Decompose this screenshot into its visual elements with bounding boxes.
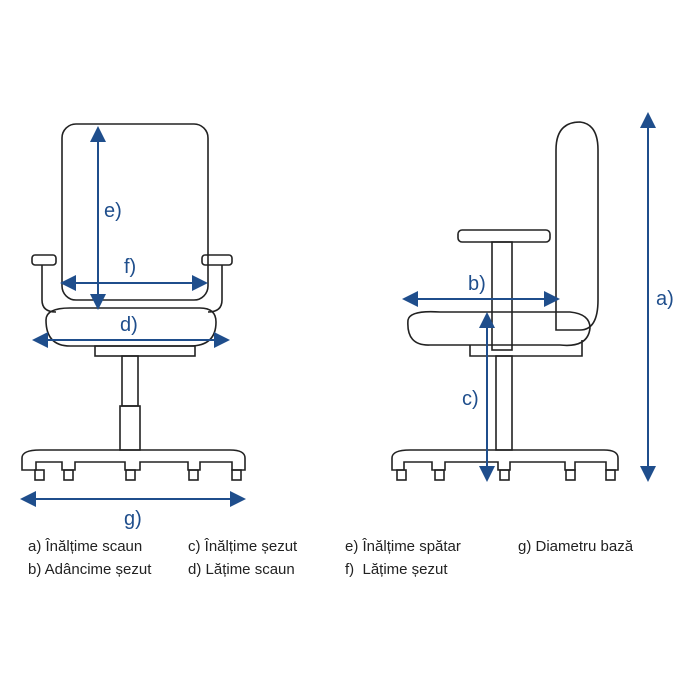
- label-g: g): [124, 508, 142, 530]
- legend-b: b) Adâncime șezut: [28, 561, 152, 578]
- legend-f: f) Lățime șezut: [345, 561, 448, 578]
- label-e: e): [104, 200, 122, 222]
- legend-e: e) Înălțime spătar: [345, 538, 461, 555]
- label-c: c): [462, 388, 479, 410]
- side-chair: [391, 121, 619, 481]
- front-chair: [21, 123, 246, 481]
- front-casters: [34, 469, 242, 481]
- side-casters: [396, 469, 616, 481]
- dimension-arrows: [20, 112, 656, 507]
- label-d: d): [120, 314, 138, 336]
- legend-d: d) Lățime scaun: [188, 561, 295, 578]
- legend-c: c) Înălțime șezut: [188, 538, 298, 555]
- legend-a: a) Înălțime scaun: [28, 538, 143, 555]
- label-f: f): [124, 256, 137, 278]
- label-b: b): [468, 273, 486, 295]
- legend-g: g) Diametru bază: [518, 538, 634, 555]
- label-a: a): [656, 288, 674, 310]
